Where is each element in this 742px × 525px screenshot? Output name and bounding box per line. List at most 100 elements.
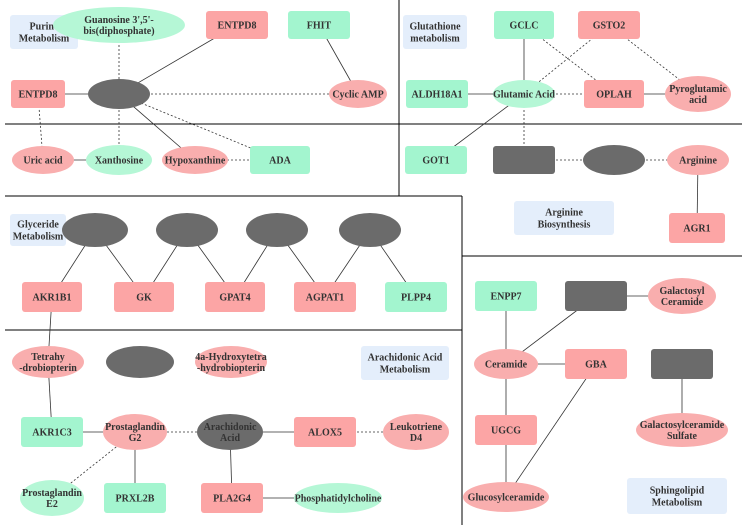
node-label: bis(diphosphate) (83, 26, 154, 37)
module-label-line: Metabolism (652, 498, 703, 509)
node-akr1b1: AKR1B1 (22, 282, 82, 312)
node-label: Ceramide (485, 360, 528, 371)
node-label: AKR1B1 (33, 293, 72, 304)
node-ellipse (493, 80, 555, 108)
node-arg_box (493, 146, 555, 174)
node-box (205, 282, 265, 312)
node-label: PRXL2B (116, 494, 155, 505)
node-label: Pyroglutamic (669, 84, 727, 95)
node-ellipse (329, 80, 387, 108)
module-label-line: Biosynthesis (538, 220, 591, 231)
node-aa_grey (106, 346, 174, 378)
module-label-line: metabolism (410, 34, 460, 45)
node-prxl2b: PRXL2B (104, 483, 166, 513)
node-box (565, 281, 627, 311)
node-box (493, 146, 555, 174)
node-gly_e4 (339, 213, 401, 247)
node-label: GOT1 (422, 156, 449, 167)
node-box (201, 483, 263, 513)
node-box (114, 282, 174, 312)
node-box (104, 483, 166, 513)
node-ellipse (162, 146, 228, 174)
node-box (21, 417, 83, 447)
node-label: D4 (410, 433, 422, 444)
module-label-background (403, 15, 467, 49)
node-tetrahy: Tetrahy-drobiopterin (12, 346, 84, 378)
node-enpp7: ENPP7 (475, 281, 537, 311)
module-label-background (361, 346, 449, 380)
node-label: 4a-Hydroxytetra (195, 352, 266, 363)
node-ellipse (636, 413, 728, 447)
node-ellipse (583, 145, 645, 175)
node-guanosine: Guanosine 3',5'-bis(diphosphate) (53, 7, 185, 43)
node-ellipse (106, 346, 174, 378)
node-label: Arachidonic (204, 422, 257, 433)
node-plpp4: PLPP4 (385, 282, 447, 312)
node-label: GSTO2 (593, 21, 626, 32)
node-gk: GK (114, 282, 174, 312)
node-label: Prostaglandin (105, 422, 165, 433)
node-arginine: Arginine (667, 145, 729, 175)
node-label: GK (136, 293, 152, 304)
node-ellipse (103, 414, 167, 450)
node-glccer: Glucosylceramide (463, 482, 549, 512)
node-ellipse (665, 76, 731, 112)
node-ellipse (62, 213, 128, 247)
node-label: ALOX5 (308, 428, 342, 439)
node-label: ENPP7 (490, 292, 521, 303)
node-entpd8_top: ENTPD8 (206, 11, 268, 39)
module-label-line: Metabolism (19, 34, 70, 45)
node-label: Uric acid (23, 156, 63, 167)
module-label-background (627, 478, 727, 514)
node-label: ALDH18A1 (411, 90, 462, 101)
node-sph_box2 (651, 349, 713, 379)
node-sph_box1 (565, 281, 627, 311)
node-label: Ceramide (661, 297, 704, 308)
module-label-line: Arachidonic Acid (368, 353, 443, 364)
node-ellipse (12, 346, 84, 378)
node-label: AGR1 (683, 224, 710, 235)
node-gba: GBA (565, 349, 627, 379)
node-ellipse (246, 213, 308, 247)
node-ellipse (197, 414, 263, 450)
node-ellipse (339, 213, 401, 247)
node-box (406, 80, 468, 108)
node-ellipse (12, 146, 74, 174)
node-box (475, 281, 537, 311)
node-label: ENTPD8 (218, 21, 257, 32)
node-gpat4: GPAT4 (205, 282, 265, 312)
node-box (494, 11, 554, 39)
node-ellipse (667, 145, 729, 175)
node-ellipse (20, 480, 84, 516)
node-label: Leukotriene (390, 422, 443, 433)
panel-dividers (5, 0, 742, 525)
module-label-line: Purine (30, 22, 59, 33)
node-label: ADA (269, 156, 291, 167)
node-ellipse (156, 213, 218, 247)
node-label: PLA2G4 (213, 494, 251, 505)
module-label-line: Glutathione (409, 22, 461, 33)
node-label: Galactosyl (660, 286, 705, 297)
node-akr1c3: AKR1C3 (21, 417, 83, 447)
node-label: -hydrobiopterin (197, 363, 266, 374)
node-box (584, 80, 644, 108)
node-label: Guanosine 3',5'- (84, 15, 153, 26)
node-xanthosine: Xanthosine (86, 145, 152, 175)
node-agr1: AGR1 (669, 213, 725, 243)
node-box (288, 11, 350, 39)
node-label: acid (689, 95, 707, 106)
node-ceramide: Ceramide (474, 349, 538, 379)
node-label: Phosphatidylcholine (295, 494, 382, 505)
node-label: AKR1C3 (32, 428, 71, 439)
node-purine_hub (88, 79, 150, 109)
node-hypoxanthine: Hypoxanthine (162, 146, 228, 174)
node-label: AGPAT1 (306, 293, 345, 304)
node-label: Sulfate (667, 431, 698, 442)
